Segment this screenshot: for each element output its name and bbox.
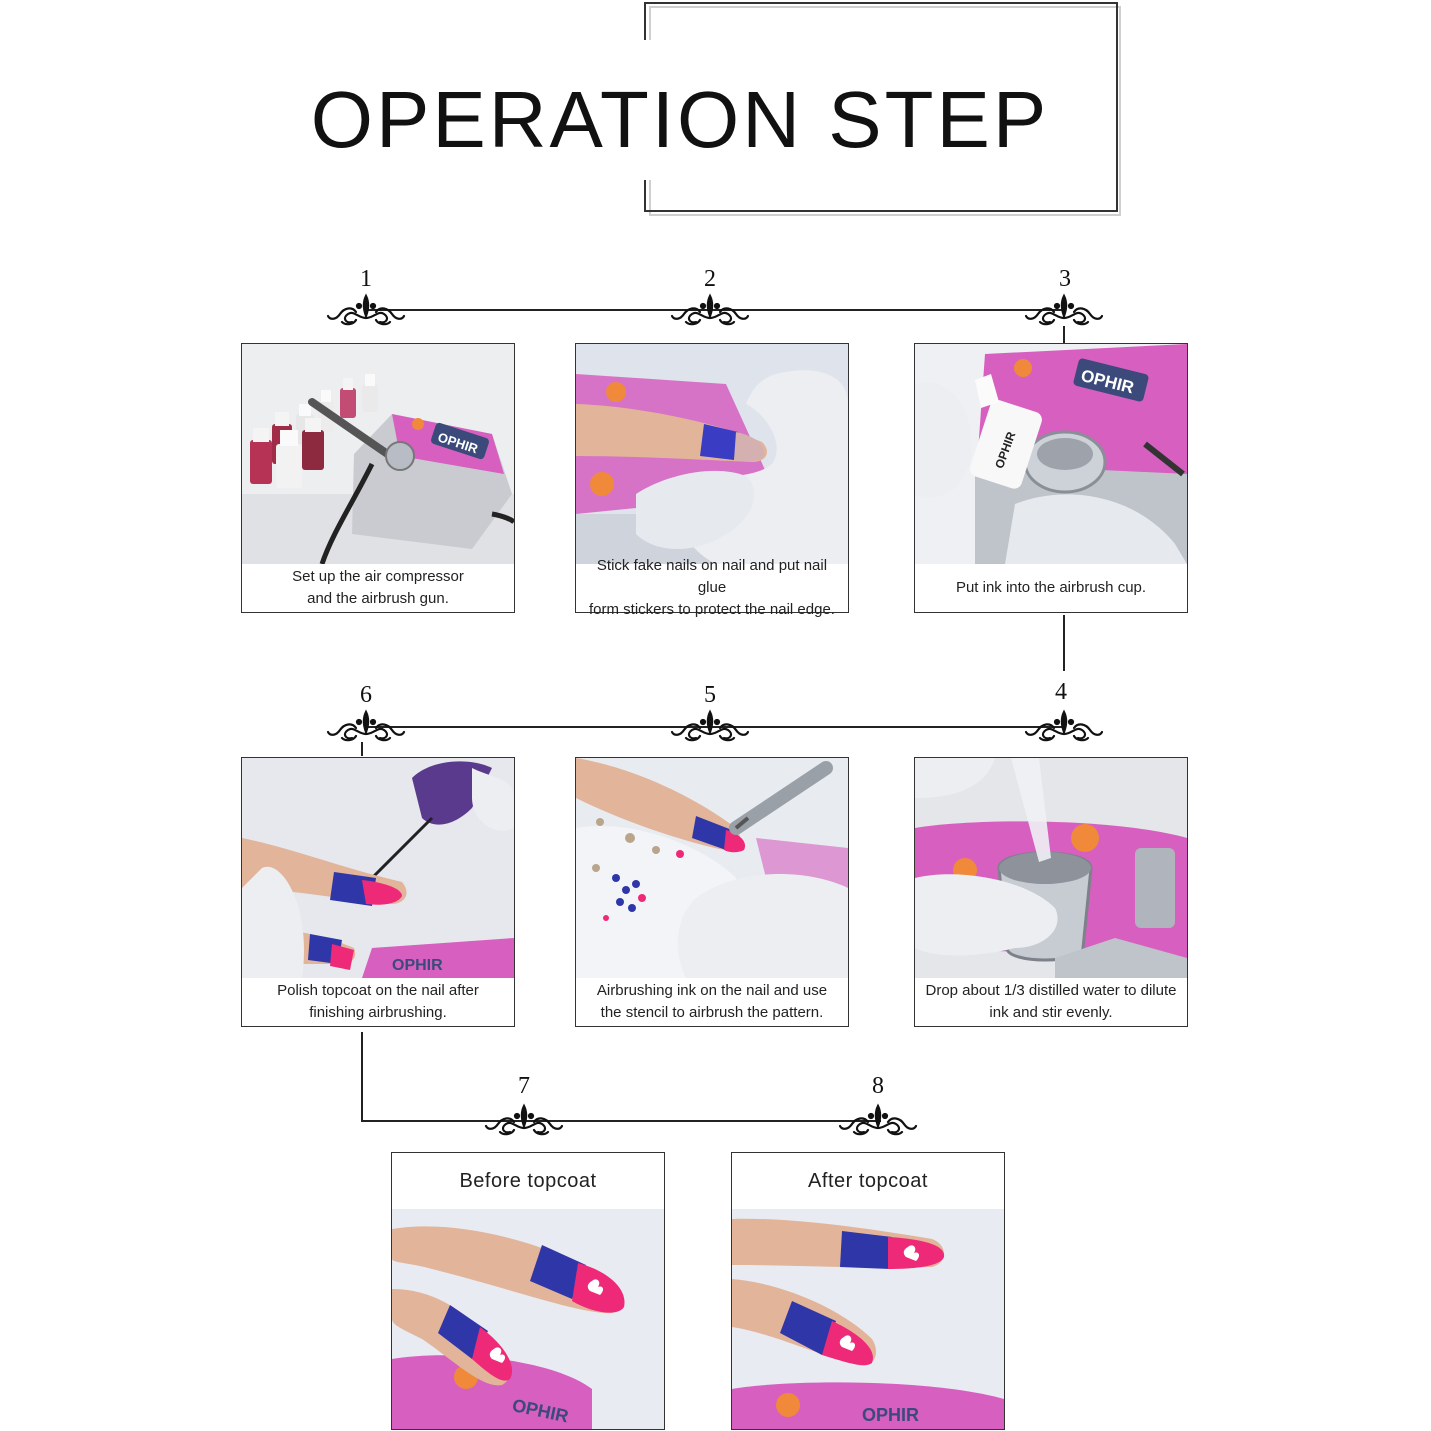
step-card-3: OPHIR OPHIR Put ink into the airbrush cu… — [914, 343, 1188, 613]
step-number-2: 2 — [704, 266, 716, 292]
step-caption: Put ink into the airbrush cup. — [955, 579, 1147, 596]
connector-row1 — [366, 309, 1066, 311]
flourish-icon — [326, 293, 406, 326]
connector-3-down — [1063, 326, 1065, 344]
flourish-icon — [484, 1103, 564, 1136]
flourish-icon — [670, 293, 750, 326]
step-number-8: 8 — [872, 1073, 884, 1099]
step-card-2: Stick fake nails on nail and put nail gl… — [575, 343, 849, 618]
step-number-1: 1 — [360, 266, 372, 292]
step-photo-before-topcoat: OPHIR — [392, 1209, 664, 1429]
step-number-5: 5 — [704, 682, 716, 708]
connector-3-to-4 — [1063, 615, 1065, 671]
step-photo-distilled-water — [915, 758, 1187, 978]
step-photo-ink-into-cup: OPHIR OPHIR — [915, 344, 1187, 564]
step-card-8: After topcoat OPHIR — [731, 1152, 1005, 1430]
page-title: OPERATION STEP — [310, 75, 1050, 164]
step-caption: Stick fake nails on nail and put nail gl… — [589, 557, 835, 618]
step-number-6: 6 — [360, 682, 372, 708]
flourish-icon — [670, 709, 750, 742]
connector-row2 — [366, 726, 1066, 728]
flourish-icon — [838, 1103, 918, 1136]
step-card-7: Before topcoat OPHIR — [391, 1152, 665, 1430]
step-number-7: 7 — [518, 1073, 530, 1099]
flourish-icon — [1024, 709, 1104, 742]
flourish-icon — [1024, 293, 1104, 326]
step-photo-after-topcoat: OPHIR — [732, 1209, 1004, 1429]
connector-6-to-7 — [361, 1032, 363, 1122]
connector-6-down — [361, 742, 363, 756]
flourish-icon — [326, 709, 406, 742]
step-photo-topcoat: OPHIR — [242, 758, 514, 978]
step-label: After topcoat — [808, 1169, 928, 1192]
step-number-3: 3 — [1059, 266, 1071, 292]
step-photo-stencil-airbrushing — [576, 758, 848, 978]
step-label: Before topcoat — [459, 1169, 597, 1192]
step-number-4: 4 — [1055, 679, 1067, 705]
step-card-4: Drop about 1/3 distilled water to dilute… — [914, 757, 1188, 1027]
brand-text: OPHIR — [392, 957, 443, 974]
connector-row3 — [361, 1120, 881, 1122]
step-photo-nail-stickers — [576, 344, 848, 564]
step-photo-compressor-setup: OPHIR — [242, 344, 514, 564]
brand-text: OPHIR — [862, 1405, 919, 1425]
title-frame-gap — [630, 40, 670, 180]
step-caption: Drop about 1/3 distilled water to dilute… — [925, 982, 1177, 1021]
